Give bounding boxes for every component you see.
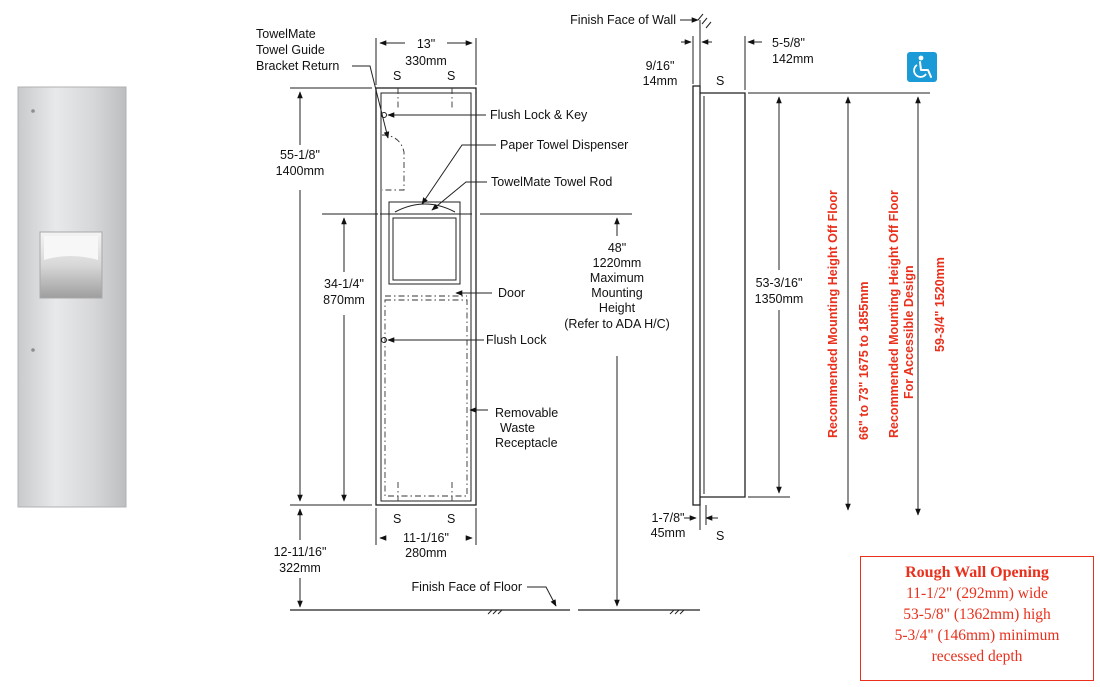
svg-text:53-3/16": 53-3/16" (756, 276, 803, 290)
rough-wall-opening-box: Rough Wall Opening 11-1/2" (292mm) wide … (860, 556, 1094, 681)
flush-lock-callout: Flush Lock (387, 333, 547, 347)
flange-dimension: 9/16" 14mm (643, 36, 712, 88)
svg-text:11-1/16": 11-1/16" (403, 531, 449, 545)
svg-text:Removable: Removable (495, 406, 558, 420)
rough-opening-title: Rough Wall Opening (905, 564, 1049, 581)
max-mounting-dimension: 48" 1220mm Maximum Mounting Height (Refe… (480, 213, 670, 607)
svg-text:Paper Towel Dispenser: Paper Towel Dispenser (500, 138, 628, 152)
dispenser-callout: Paper Towel Dispenser (421, 138, 628, 205)
towel-rod-callout: TowelMate Towel Rod (431, 175, 612, 211)
svg-text:1400mm: 1400mm (276, 164, 325, 178)
ada-height-value: 59-3/4" 1520mm (933, 257, 947, 352)
svg-text:Towel Guide: Towel Guide (256, 43, 325, 57)
screw-label: S (716, 529, 724, 543)
svg-text:14mm: 14mm (643, 74, 678, 88)
std-height-label: Recommended Mounting Height Off Floor (826, 190, 840, 438)
waste-receptacle-callout: Removable Waste Receptacle (469, 406, 558, 450)
towel-guide-callout: TowelMate Towel Guide Bracket Return (256, 27, 390, 139)
svg-text:Mounting: Mounting (591, 286, 642, 300)
screw-label: S (393, 69, 401, 83)
svg-text:870mm: 870mm (323, 293, 365, 307)
svg-text:(Refer to ADA H/C): (Refer to ADA H/C) (564, 317, 670, 331)
svg-text:1-7/8": 1-7/8" (652, 511, 685, 525)
flush-lock-icon (381, 337, 387, 343)
rough-opening-depth: 5-3/4" (146mm) minimum (894, 627, 1060, 644)
svg-text:Height: Height (599, 301, 636, 315)
svg-text:1220mm: 1220mm (593, 256, 642, 270)
std-height-value: 66" to 73" 1675 to 1855mm (857, 282, 871, 440)
side-elevation (692, 13, 746, 530)
side-height-dimension: 53-3/16" 1350mm (748, 92, 804, 498)
rod-height-dimension: 34-1/4" 870mm (322, 213, 378, 502)
overall-height-dimension: 55-1/8" 1400mm (276, 87, 372, 506)
ada-height-label: Recommended Mounting Height Off Floor (887, 190, 901, 438)
screw-label: S (447, 69, 455, 83)
svg-text:Flush Lock: Flush Lock (486, 333, 547, 347)
svg-text:13": 13" (417, 37, 435, 51)
top-width-dimension: 13" 330mm (375, 37, 477, 85)
svg-text:Finish Face of Wall: Finish Face of Wall (570, 13, 676, 27)
svg-text:Flush Lock & Key: Flush Lock & Key (490, 108, 588, 122)
svg-text:55-1/8": 55-1/8" (280, 148, 320, 162)
rough-opening-depth-note: recessed depth (931, 648, 1023, 665)
svg-text:Door: Door (498, 286, 525, 300)
depth-dimension: 5-5/8" 142mm (744, 36, 814, 90)
svg-text:Receptacle: Receptacle (495, 436, 558, 450)
floor-line: Finish Face of Floor (290, 580, 700, 615)
door-callout: Door (455, 286, 525, 300)
svg-text:Bracket Return: Bracket Return (256, 59, 339, 73)
finish-face-wall-callout: Finish Face of Wall (570, 13, 699, 27)
front-elevation (375, 87, 477, 506)
bottom-width-dimension: 11-1/16" 280mm (375, 508, 477, 560)
svg-text:9/16": 9/16" (646, 59, 675, 73)
svg-text:Waste: Waste (500, 421, 535, 435)
screw-label: S (447, 512, 455, 526)
svg-text:48": 48" (608, 241, 626, 255)
rough-opening-height: 53-5/8" (1362mm) high (903, 606, 1051, 623)
wheelchair-accessible-icon (907, 52, 937, 82)
svg-text:280mm: 280mm (405, 546, 447, 560)
rough-opening-width: 11-1/2" (292mm) wide (906, 585, 1048, 602)
flush-lock-key-callout: Flush Lock & Key (387, 108, 588, 122)
svg-text:322mm: 322mm (279, 561, 321, 575)
svg-text:142mm: 142mm (772, 52, 814, 66)
flush-lock-key-icon (381, 112, 387, 118)
svg-text:1350mm: 1350mm (755, 292, 804, 306)
svg-text:TowelMate Towel Rod: TowelMate Towel Rod (491, 175, 612, 189)
svg-text:330mm: 330mm (405, 54, 447, 68)
svg-text:12-11/16": 12-11/16" (274, 545, 327, 559)
ada-design-label: For Accessible Design (902, 265, 916, 399)
svg-text:Finish Face of Floor: Finish Face of Floor (412, 580, 522, 594)
svg-text:45mm: 45mm (651, 526, 686, 540)
screw-label: S (716, 74, 724, 88)
bottom-offset-dimension: 1-7/8" 45mm (651, 505, 718, 540)
svg-text:34-1/4": 34-1/4" (324, 277, 364, 291)
svg-text:5-5/8": 5-5/8" (772, 36, 805, 50)
floor-gap-dimension: 12-11/16" 322mm (274, 508, 327, 608)
svg-text:TowelMate: TowelMate (256, 27, 316, 41)
screw-label: S (393, 512, 401, 526)
product-photo (17, 86, 127, 508)
svg-text:Maximum: Maximum (590, 271, 644, 285)
